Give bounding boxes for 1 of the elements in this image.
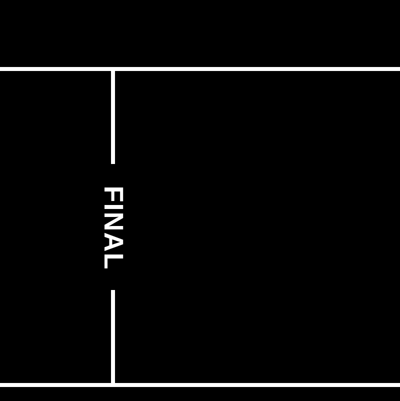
court-label: FINAL — [100, 186, 126, 270]
